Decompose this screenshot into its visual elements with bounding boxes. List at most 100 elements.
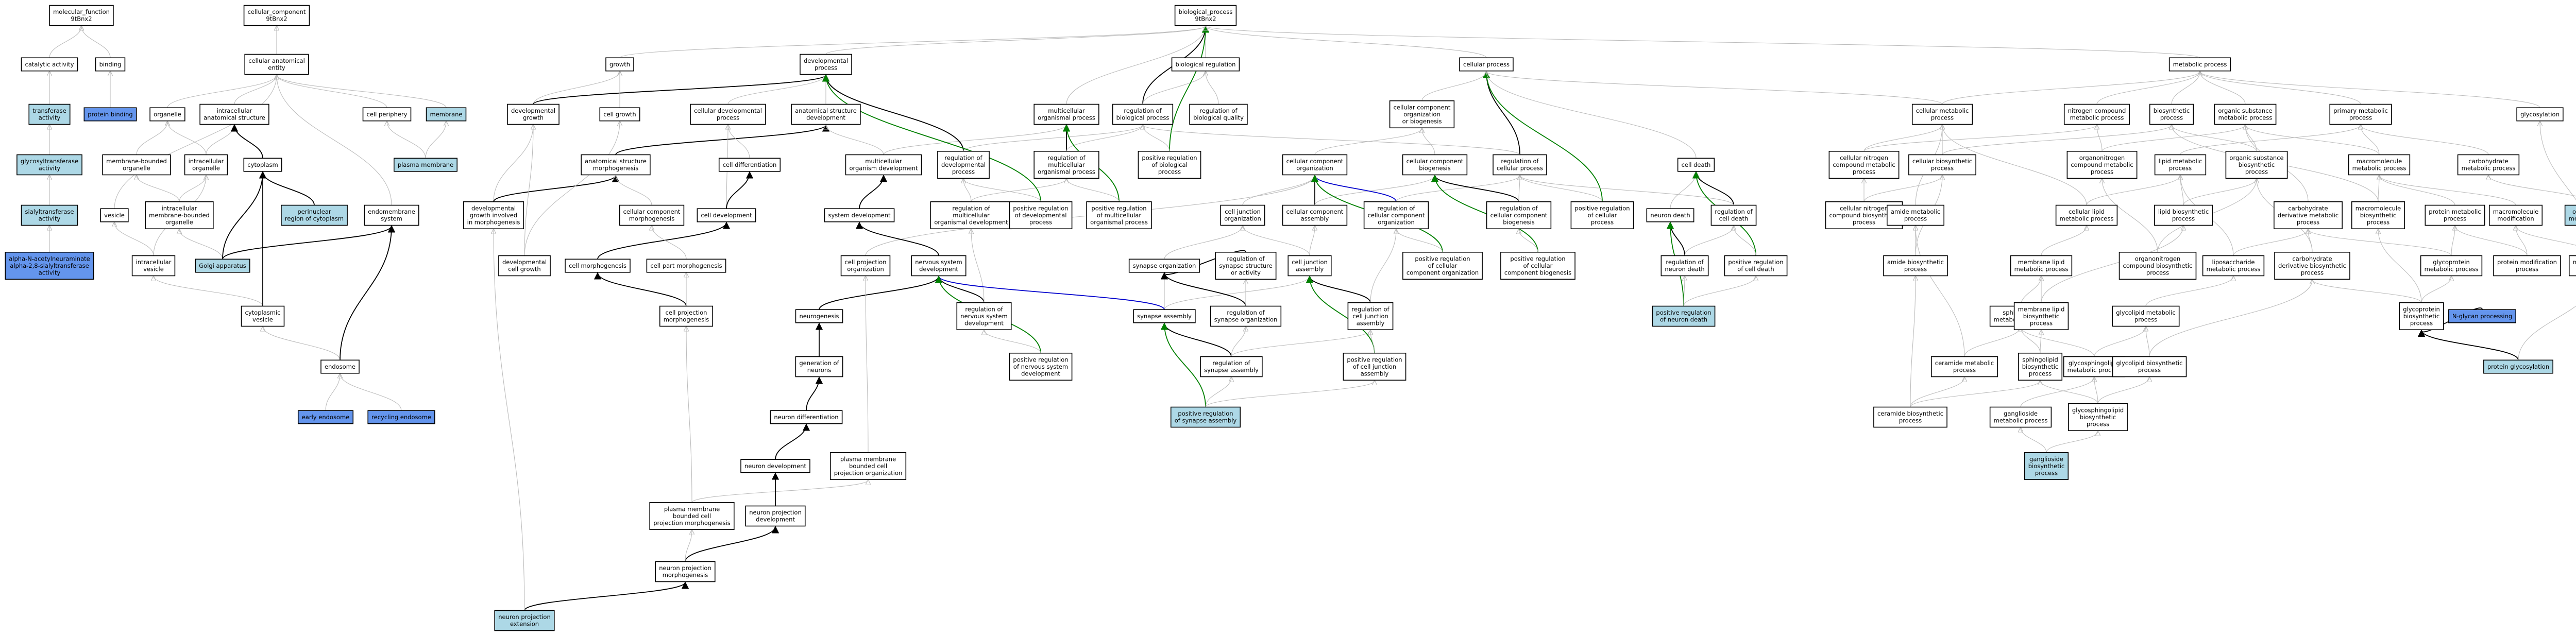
relation-edge-part-of [1160, 272, 1246, 306]
go-term-label: neuron differentiation [774, 414, 838, 421]
go-term-label: endomembrane [368, 208, 415, 215]
go-term-node: neuron development [740, 459, 810, 473]
go-term-box [21, 204, 78, 226]
go-term-box [1883, 255, 1948, 277]
relation-edge-isa [2378, 176, 2379, 202]
go-term-box [599, 107, 640, 122]
go-term-label: regulation of [965, 305, 1003, 313]
go-term-box [2024, 452, 2069, 480]
go-term-box [840, 255, 891, 277]
go-term-node: oligosaccharidemetabolic process [2564, 204, 2576, 226]
go-term-label: organelle [123, 165, 150, 172]
go-term-label: cell morphogenesis [569, 262, 626, 269]
go-term-box [1133, 309, 1196, 323]
go-term-label: biosynthetic [2360, 212, 2397, 219]
go-term-label: of synapse assembly [1175, 417, 1237, 424]
relation-edge-isa [167, 122, 207, 155]
go-term-node: cell development [697, 208, 756, 222]
go-term-label: bounded cell [673, 512, 711, 520]
go-term-label: regulation of [1212, 359, 1250, 367]
go-term-label: process [2138, 367, 2161, 374]
go-term-label: cellular nitrogen [1840, 154, 1888, 161]
go-term-node: system development [824, 208, 895, 222]
go-term-label: development [806, 114, 845, 122]
relation-edge-isa [2200, 72, 2361, 105]
go-term-box [199, 104, 269, 125]
go-term-label: metabolic process [2173, 61, 2227, 68]
relation-edge-positively-regulates [1482, 71, 1603, 202]
go-term-label: regulation of [1124, 107, 1162, 114]
go-term-label: catalytic activity [25, 61, 74, 68]
go-term-label: carbohydrate [2292, 255, 2332, 262]
go-term-box [49, 5, 114, 26]
go-term-label: process [1853, 218, 1875, 226]
relation-edge-isa [2245, 125, 2257, 151]
relation-edge-isa [2021, 327, 2095, 357]
relation-edge-isa [494, 229, 525, 611]
go-term-label: morphogenesis [663, 572, 708, 579]
relation-edge-isa [971, 179, 1066, 202]
go-term-box [2068, 403, 2128, 432]
go-term-label: component organization [1406, 269, 1479, 276]
go-term-node: cell periphery [362, 107, 412, 122]
go-term-box [2154, 154, 2207, 176]
go-term-label: intracellular [136, 259, 172, 266]
go-term-label: cell death [1719, 215, 1749, 222]
relation-edge-isa [2421, 277, 2451, 303]
relation-edge-isa [1309, 226, 1315, 256]
go-term-box [1570, 201, 1634, 230]
go-term-label: organization [1403, 111, 1440, 118]
relation-edge-isa [2149, 280, 2312, 357]
go-term-label: cellular nitrogen [1840, 204, 1888, 212]
relation-edge-isa [179, 229, 223, 260]
go-term-label: metabolic process [2462, 165, 2516, 172]
go-term-label: protein metabolic [2429, 208, 2481, 215]
go-term-box [1389, 100, 1455, 129]
go-term-label: cell death [1682, 161, 1711, 168]
go-term-box [2351, 201, 2405, 230]
go-term-box [243, 5, 310, 26]
go-term-box [2010, 255, 2073, 277]
go-term-label: organismal process [1090, 218, 1148, 226]
relation-edge-part-of [259, 171, 315, 205]
relation-edge-isa [2308, 229, 2313, 252]
go-term-label: growth involved [470, 212, 517, 219]
relation-edge-isa [971, 229, 985, 303]
relation-edge-isa [1684, 277, 1685, 306]
go-term-label: nervous system [915, 259, 962, 266]
relation-edge-isa [2097, 125, 2103, 151]
relation-edge-isa [2183, 179, 2257, 205]
relation-edge-isa [2518, 305, 2576, 360]
go-term-label: process [2301, 269, 2324, 276]
go-term-label: of biological [1151, 161, 1188, 168]
go-term-label: bounded cell [849, 462, 887, 470]
go-term-label: cellular process [1497, 165, 1543, 172]
go-term-box [690, 104, 766, 125]
go-term-box [320, 359, 360, 374]
go-term-label: positive regulation [1013, 356, 1068, 363]
go-term-label: of cellular [1523, 262, 1553, 269]
relation-edge-isa [2379, 176, 2455, 205]
go-term-label: cellular component [1286, 158, 1344, 165]
go-term-label: metabolic process [2070, 114, 2124, 122]
go-term-box [2448, 309, 2516, 323]
go-term-label: positive regulation [1013, 204, 1068, 212]
go-term-label: recycling endosome [371, 414, 431, 421]
relation-edge-isa [1205, 377, 1231, 407]
relation-edge-isa [277, 75, 387, 108]
go-term-label: biogenesis [1419, 165, 1450, 172]
go-term-label: glycoprotein [2403, 305, 2440, 313]
